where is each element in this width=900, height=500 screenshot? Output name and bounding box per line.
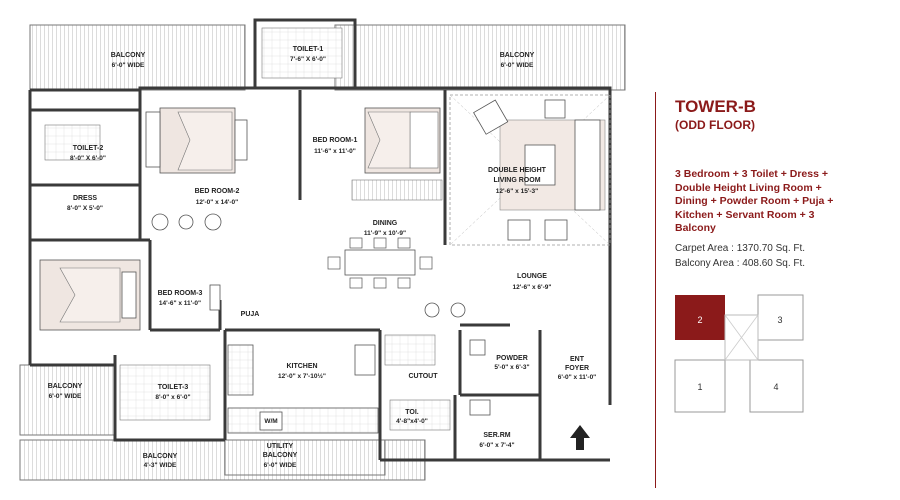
key-unit-3-label: 3 — [777, 315, 782, 325]
label-balcony-bottom-name: BALCONY — [143, 453, 178, 460]
label-bed-room-2-name: BED ROOM-2 — [195, 188, 240, 195]
label-ser-rm-name: SER.RM — [483, 432, 510, 439]
label-powder-dim: 5'-0" x 6'-3" — [494, 364, 529, 371]
label-bed-room-3-name: BED ROOM-3 — [158, 290, 203, 297]
balcony-area: Balcony Area : 408.60 Sq. Ft. — [675, 258, 806, 269]
room-labels: BALCONY 6'-0" WIDE BALCONY 6'-0" WIDE TO… — [48, 46, 597, 469]
label-wm: W/M — [264, 418, 277, 425]
toilet-fixtures — [44, 27, 491, 431]
label-powder-name: POWDER — [496, 355, 528, 362]
label-toilet-1-name: TOILET-1 — [293, 46, 324, 53]
label-balcony-top-left-dim: 6'-0" WIDE — [112, 62, 145, 69]
label-dining-name: DINING — [373, 220, 398, 227]
label-toilet-3-dim: 8'-0" x 6'-0" — [155, 394, 190, 401]
bed-room-3-furniture — [39, 259, 221, 331]
carpet-area: Carpet Area : 1370.70 Sq. Ft. — [675, 243, 806, 254]
label-bed-room-2-dim: 12'-0" x 14'-0" — [196, 199, 239, 206]
key-core — [724, 314, 759, 361]
label-kitchen-name: KITCHEN — [286, 363, 317, 370]
label-living-line1: DOUBLE HEIGHT — [488, 167, 547, 174]
key-unit-2-block — [675, 295, 725, 340]
label-ser-rm-dim: 6'-0" x 7'-4" — [479, 442, 514, 449]
label-balcony-bottom-dim: 4'-3" WIDE — [144, 462, 177, 469]
label-utility-line2: BALCONY — [263, 452, 298, 459]
kitchen-fittings — [227, 344, 379, 434]
label-bed-room-1-name: BED ROOM-1 — [313, 137, 358, 144]
label-toi-name: TOI. — [405, 409, 419, 416]
label-toilet-2-dim: 8'-0" X 6'-0" — [70, 155, 106, 162]
label-ent-line1: ENT — [570, 356, 585, 363]
key-unit-1-label: 1 — [697, 382, 702, 392]
label-puja-name: PUJA — [241, 311, 260, 318]
floor-subtitle: (ODD FLOOR) — [675, 118, 755, 132]
lounge-seats — [424, 302, 466, 318]
key-unit-2-label: 2 — [697, 315, 702, 325]
key-unit-1-block — [674, 359, 726, 413]
living-room-furniture — [449, 94, 611, 246]
label-dining-dim: 11'-9" x 10'-9" — [364, 230, 406, 237]
label-lounge-dim: 12'-6" x 6'-9" — [513, 284, 552, 291]
label-lounge-name: LOUNGE — [517, 273, 547, 280]
unit-configuration: 3 Bedroom + 3 Toilet + Dress + Double He… — [675, 168, 834, 234]
label-toilet-2-name: TOILET-2 — [73, 145, 104, 152]
label-living-line2: LIVING ROOM — [493, 177, 540, 184]
label-balcony-top-left-name: BALCONY — [111, 52, 146, 59]
label-balcony-left-name: BALCONY — [48, 383, 83, 390]
label-dress-name: DRESS — [73, 195, 97, 202]
label-bed-room-3-dim: 14'-6" x 11'-0" — [159, 300, 201, 307]
label-utility-line1: UTILITY — [267, 443, 294, 450]
label-cutout-name: CUTOUT — [408, 373, 438, 380]
label-living-dim: 12'-6" x 15'-3" — [496, 188, 539, 195]
key-unit-4-label: 4 — [773, 382, 778, 392]
label-balcony-top-right-name: BALCONY — [500, 52, 535, 59]
panel-divider — [655, 92, 656, 488]
label-balcony-top-right-dim: 6'-0" WIDE — [501, 62, 534, 69]
tower-title: TOWER-B — [675, 97, 756, 116]
bed-room-1-furniture — [351, 107, 443, 201]
label-toi-dim: 4'-8"x4'-0" — [396, 418, 428, 425]
key-plan: 2 3 1 4 — [674, 294, 804, 413]
entry-arrow-icon — [570, 425, 590, 450]
label-ent-dim: 6'-0" x 11'-0" — [558, 374, 597, 381]
floor-plan: BALCONY 6'-0" WIDE BALCONY 6'-0" WIDE TO… — [19, 18, 626, 481]
key-unit-4-block — [749, 359, 804, 413]
label-utility-dim: 6'-0" WIDE — [264, 462, 297, 469]
label-toilet-1-dim: 7'-6" X 6'-0" — [290, 56, 326, 63]
key-unit-3-block — [757, 294, 804, 341]
bed-room-2-furniture — [145, 107, 248, 231]
dining-table — [327, 237, 433, 289]
label-kitchen-dim: 12'-0" x 7'-10½" — [278, 372, 326, 380]
label-toilet-3-name: TOILET-3 — [158, 384, 189, 391]
label-bed-room-1-dim: 11'-6" x 11'-0" — [314, 148, 356, 155]
label-balcony-left-dim: 6'-0" WIDE — [49, 393, 82, 400]
label-dress-dim: 8'-0" X 5'-0" — [67, 205, 103, 212]
label-ent-line2: FOYER — [565, 365, 589, 372]
